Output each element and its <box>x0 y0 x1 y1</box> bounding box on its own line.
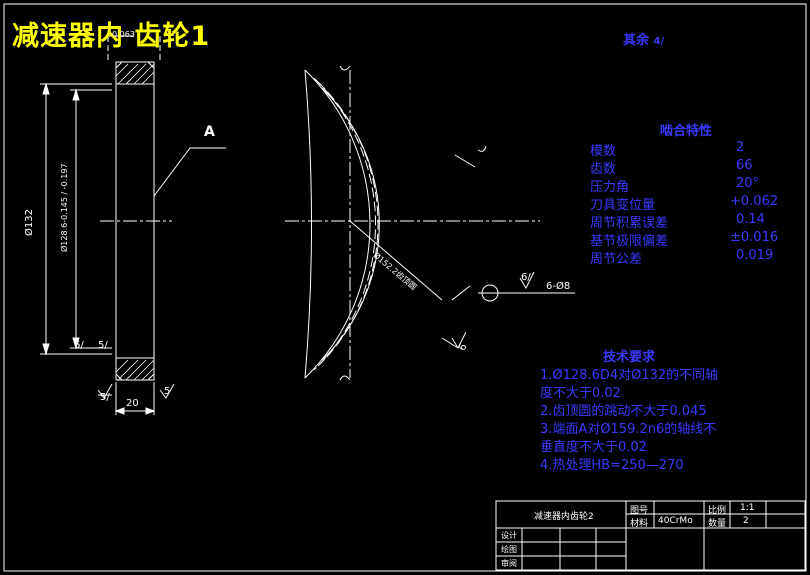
mesh-row-name: 压力角 <box>590 180 630 195</box>
dim-outer-label: Ø132 <box>24 209 35 236</box>
qty-value: 2 <box>743 516 749 526</box>
mesh-row-value: 0.14 <box>736 212 765 227</box>
mesh-row-value: 66 <box>736 158 753 173</box>
drafter-label: 绘图 <box>501 545 517 554</box>
mesh-row-value: 20° <box>736 176 760 191</box>
scale-value: 1:1 <box>740 503 755 513</box>
mesh-row-name: 模数 <box>590 144 617 159</box>
mesh-row-value: 2 <box>736 140 745 155</box>
other-roughness-label: 其余 4/ <box>623 29 664 48</box>
designer-label: 设计 <box>501 531 517 540</box>
drawing-title: 减速器内 齿轮1 <box>12 21 211 52</box>
title-block-grid <box>495 500 806 571</box>
material-label: 材料 <box>630 519 649 529</box>
mesh-row-value: +0.062 <box>730 194 779 209</box>
hole-note: 6-Ø8 <box>546 281 571 292</box>
mesh-row-name: 周节积累误差 <box>590 216 669 231</box>
tech-req-line: 3.端面A对Ø159.2n6的轴线不 <box>540 422 717 437</box>
dim-width-label: 20 <box>126 398 139 409</box>
drawing-no-label: 图号 <box>630 506 649 516</box>
mesh-row-name: 基节极限偏差 <box>590 234 669 249</box>
tech-req-line: 2.齿顶圆的跳动不大于0.045 <box>540 404 707 419</box>
material-value: 40CrMo <box>658 516 693 526</box>
roughness-d: 5 <box>164 386 171 397</box>
qty-label: 数量 <box>708 519 727 529</box>
scale-label: 比例 <box>708 506 727 516</box>
reviewer-label: 审阅 <box>501 559 517 568</box>
outer-frame <box>3 3 807 572</box>
mesh-row-name: 齿数 <box>590 162 617 177</box>
tech-req-line: 4.热处理HB=250—270 <box>540 458 684 473</box>
roughness-note-label: 其余 <box>623 33 650 48</box>
mesh-row-value: ±0.016 <box>730 230 779 245</box>
roughness-hole: 6/ <box>521 272 531 283</box>
mesh-row-value: 0.019 <box>736 248 774 263</box>
tech-req-title: 技术要求 <box>603 350 656 365</box>
roughness-c: 5/ <box>100 392 110 403</box>
roughness-note-value: 4/ <box>653 36 665 47</box>
tech-req-line: 度不大于0.02 <box>540 386 621 401</box>
datum-a-label: A <box>204 124 215 140</box>
part-name: 减速器内齿轮2 <box>534 512 594 522</box>
mesh-table-title: 啮合特性 <box>660 124 713 139</box>
section-hatch <box>115 63 155 381</box>
mesh-row-name: 刀具变位量 <box>590 198 656 213</box>
tech-req-line: 1.Ø128.6D4对Ø132的不同轴 <box>540 368 719 383</box>
section-view <box>40 35 226 415</box>
roughness-b: 5/ <box>98 340 108 351</box>
roughness-a: 6/ <box>74 340 84 351</box>
tech-req-line: 垂直度不大于0.02 <box>540 440 647 455</box>
dim-pitch-label: Ø128.6-0.145 / -0.197 <box>60 163 69 252</box>
top-dim-label: 0.063 <box>112 30 135 39</box>
mesh-row-name: 周节公差 <box>590 252 643 267</box>
front-view <box>285 65 575 381</box>
